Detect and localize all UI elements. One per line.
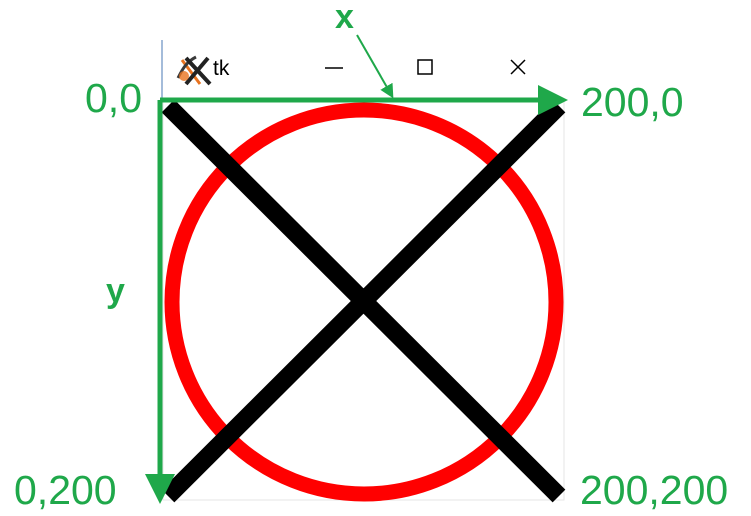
coord-bottom-left: 0,200	[14, 467, 117, 513]
close-icon[interactable]	[510, 59, 526, 75]
axes	[145, 34, 568, 504]
window-title: tk	[213, 57, 230, 80]
x-label-pointer	[356, 34, 394, 99]
coord-bottom-right: 200,200	[580, 467, 729, 513]
title-bar[interactable]	[161, 40, 526, 100]
maximize-icon[interactable]	[417, 59, 433, 75]
red-circle	[164, 102, 564, 502]
coord-top-left: 0,0	[85, 75, 142, 121]
tk-feather-icon	[176, 55, 212, 86]
x-axis-label: x	[335, 0, 354, 36]
y-axis-label: y	[106, 272, 125, 310]
canvas	[161, 99, 566, 503]
coord-top-right: 200,0	[581, 79, 684, 125]
cross-line-2	[161, 99, 566, 503]
